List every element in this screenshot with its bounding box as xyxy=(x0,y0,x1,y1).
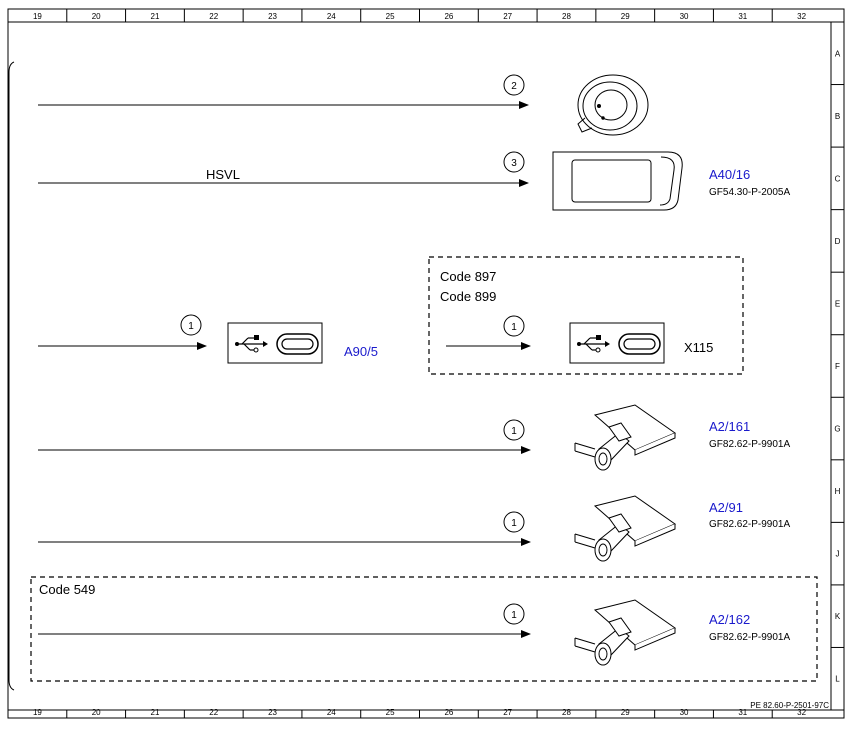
bottom-ruler-column-label: 27 xyxy=(503,708,512,717)
bottom-ruler-column-label: 28 xyxy=(562,708,571,717)
top-ruler-column-label: 19 xyxy=(33,12,42,21)
top-ruler-column-label: 25 xyxy=(386,12,395,21)
bottom-ruler-column-label: 20 xyxy=(92,708,101,717)
connection-number: 1 xyxy=(511,426,517,437)
option-code-549: Code 549 xyxy=(39,582,95,597)
top-ruler-column-label: 32 xyxy=(797,12,806,21)
knob-device-icon xyxy=(577,74,649,136)
right-ruler-row-label: D xyxy=(835,237,841,246)
component-code-a2-162[interactable]: A2/162 xyxy=(709,612,750,627)
component-ref: GF54.30-P-2005A xyxy=(709,187,790,198)
right-ruler-row-label: C xyxy=(835,174,841,183)
top-ruler-column-label: 26 xyxy=(444,12,453,21)
connection-number: 2 xyxy=(511,81,517,92)
right-ruler-row-label: L xyxy=(835,675,840,684)
connection-number-circle xyxy=(503,74,525,96)
bottom-ruler-column-label: 21 xyxy=(151,708,160,717)
right-ruler: A B C D E F G H J K L xyxy=(831,49,844,684)
connection-number: 3 xyxy=(511,158,517,169)
connection-number-circle xyxy=(503,151,525,173)
usb-port-icon xyxy=(569,322,665,364)
left-bracket xyxy=(8,61,15,691)
right-ruler-row-label: A xyxy=(835,49,841,58)
top-ruler-column-label: 30 xyxy=(680,12,689,21)
option-code-897: Code 897 xyxy=(440,269,496,284)
bottom-ruler-column-label: 32 xyxy=(797,708,806,717)
bottom-ruler-column-label: 29 xyxy=(621,708,630,717)
bottom-ruler-column-label: 26 xyxy=(444,708,453,717)
connection-number-circle xyxy=(503,315,525,337)
top-ruler-column-label: 31 xyxy=(738,12,747,21)
right-ruler-row-label: H xyxy=(835,487,841,496)
antenna-module-icon xyxy=(574,495,677,562)
top-ruler: 19 20 21 22 23 24 25 26 27 28 29 30 31 32 xyxy=(33,9,807,22)
option-box-code-549 xyxy=(30,576,818,682)
connection-number-circle xyxy=(180,314,202,336)
top-ruler-column-label: 20 xyxy=(92,12,101,21)
right-ruler-row-label: F xyxy=(835,362,840,371)
connection-number: 1 xyxy=(511,610,517,621)
component-code-a2-91[interactable]: A2/91 xyxy=(709,500,743,515)
usb-port-icon xyxy=(227,322,323,364)
bottom-ruler: 19 20 21 22 23 24 25 26 27 28 29 30 31 32 xyxy=(33,708,807,718)
bottom-ruler-column-label: 23 xyxy=(268,708,277,717)
document-id: PE 82.60-P-2501-97C xyxy=(750,701,829,710)
option-code-899: Code 899 xyxy=(440,289,496,304)
top-ruler-column-label: 29 xyxy=(621,12,630,21)
right-ruler-row-label: G xyxy=(834,425,840,434)
bottom-ruler-column-label: 22 xyxy=(209,708,218,717)
display-device-icon xyxy=(552,151,683,211)
connection-number-circle xyxy=(503,511,525,533)
connection-number: 1 xyxy=(511,322,517,333)
component-ref: GF82.62-P-9901A xyxy=(709,519,790,530)
bottom-ruler-column-label: 19 xyxy=(33,708,42,717)
page-frame xyxy=(7,8,845,719)
top-ruler-column-label: 24 xyxy=(327,12,336,21)
option-box-code-897-899 xyxy=(428,256,744,375)
component-code-a90-5[interactable]: A90/5 xyxy=(344,344,378,359)
connection-number-circle xyxy=(503,603,525,625)
right-ruler-row-label: J xyxy=(836,550,840,559)
antenna-module-icon xyxy=(574,404,677,471)
connection-number-circle xyxy=(503,419,525,441)
component-ref: GF82.62-P-9901A xyxy=(709,439,790,450)
bottom-ruler-column-label: 25 xyxy=(386,708,395,717)
bottom-ruler-column-label: 24 xyxy=(327,708,336,717)
top-ruler-column-label: 21 xyxy=(151,12,160,21)
connection-number: 1 xyxy=(511,518,517,529)
bottom-ruler-column-label: 31 xyxy=(738,708,747,717)
right-ruler-row-label: E xyxy=(835,299,840,308)
top-ruler-column-label: 27 xyxy=(503,12,512,21)
top-ruler-column-label: 28 xyxy=(562,12,571,21)
component-code-a2-161[interactable]: A2/161 xyxy=(709,419,750,434)
component-code-a40-16[interactable]: A40/16 xyxy=(709,167,750,182)
right-ruler-row-label: K xyxy=(835,612,841,621)
connection-number: 1 xyxy=(188,321,194,332)
antenna-module-icon xyxy=(574,599,677,666)
connection-label-hsvl: HSVL xyxy=(206,167,240,182)
top-ruler-column-label: 23 xyxy=(268,12,277,21)
component-ref: GF82.62-P-9901A xyxy=(709,632,790,643)
component-code-x115: X115 xyxy=(684,340,713,355)
right-ruler-row-label: B xyxy=(835,112,840,121)
bottom-ruler-column-label: 30 xyxy=(680,708,689,717)
top-ruler-column-label: 22 xyxy=(209,12,218,21)
